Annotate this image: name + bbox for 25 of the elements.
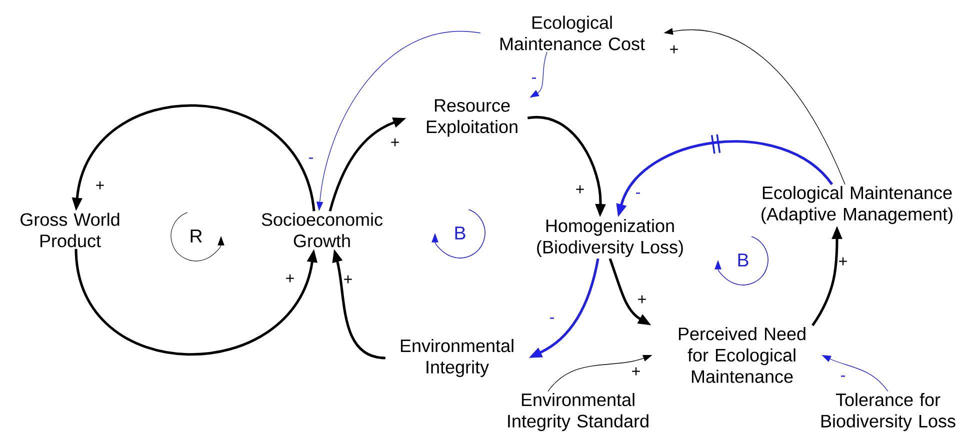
polarity-sign: + <box>638 295 646 304</box>
polarity-sign: + <box>632 367 640 376</box>
polarity-sign: - <box>550 318 554 319</box>
variable-label: Homogenization (Biodiversity Loss) <box>537 218 683 258</box>
polarity-sign: - <box>636 192 640 194</box>
polarity-sign: + <box>391 138 399 146</box>
polarity-sign: + <box>670 45 678 54</box>
polarity-sign: + <box>839 257 847 266</box>
polarity-sign: - <box>309 158 313 159</box>
variable-label: Socioeconomic Growth <box>262 212 383 248</box>
variable-label: Environmental Integrity <box>400 338 514 378</box>
polarity-sign: + <box>576 185 584 194</box>
variable-label: Environmental Integrity Standard <box>508 392 648 432</box>
variable-label: Resource Exploitation <box>426 99 518 137</box>
polarity-sign: + <box>96 181 104 190</box>
polarity-sign: - <box>532 78 536 79</box>
variable-label: Tolerance for Biodiversity Loss <box>821 392 956 432</box>
polarity-sign: + <box>286 274 294 282</box>
variable-label: Gross World Product <box>20 212 120 248</box>
polarity-sign: + <box>344 275 352 284</box>
variable-label: Ecological Maintenance Cost <box>500 16 645 50</box>
variable-label: Ecological Maintenance (Adaptive Management) <box>762 186 952 224</box>
polarity-sign: - <box>841 376 845 377</box>
causal-arrow <box>74 248 318 356</box>
variable-label: Perceived Need for Ecological Maintenance <box>678 327 806 383</box>
